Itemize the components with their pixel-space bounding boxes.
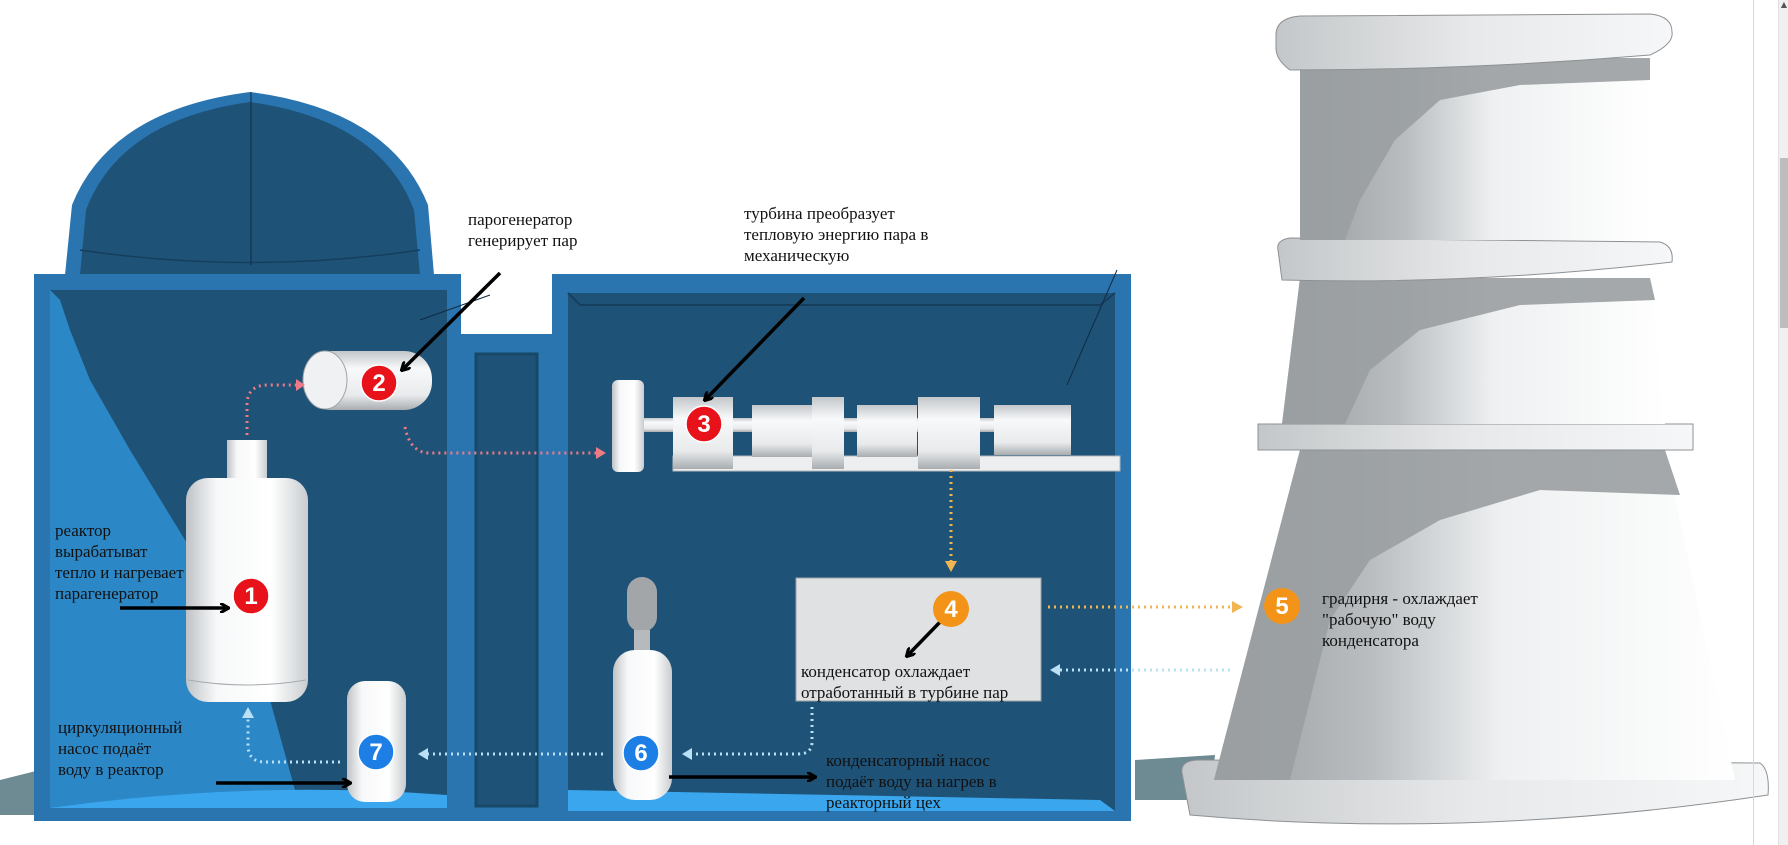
tower-upper-shadow bbox=[1300, 58, 1650, 240]
callout-arrow-4 bbox=[907, 619, 943, 656]
dome-rim bbox=[79, 249, 421, 264]
condenser[interactable] bbox=[795, 577, 1042, 702]
flow-steam-1-2-head bbox=[296, 379, 305, 391]
steam-generator-cap bbox=[302, 350, 348, 410]
corridor-inner bbox=[474, 352, 539, 808]
badge-1-number: 1 bbox=[244, 583, 257, 610]
badge-6-number: 6 bbox=[634, 740, 647, 767]
flow-cool-7-1 bbox=[246, 718, 340, 764]
badge-5-circle bbox=[1264, 588, 1300, 624]
label-circulation-pump: циркуляционный насос подаёт воду в реакт… bbox=[58, 718, 183, 779]
badge-7-number: 7 bbox=[369, 739, 382, 766]
turbine-hall-floor bbox=[568, 790, 1115, 811]
flow-cool-4-6-head bbox=[682, 748, 692, 760]
tower-top-ring bbox=[1275, 13, 1673, 71]
flow-hot-4-5-head bbox=[1232, 601, 1243, 613]
scroll-up-arrow-icon[interactable]: ▲ bbox=[1780, 0, 1788, 9]
label-reactor: реактор вырабатыват тепло и нагревает па… bbox=[55, 521, 184, 603]
pump6-motor bbox=[627, 577, 657, 632]
flow-cool-4-6 bbox=[692, 707, 814, 756]
badge-1-circle bbox=[232, 577, 270, 615]
reactor[interactable] bbox=[186, 440, 308, 702]
callout-arrows bbox=[120, 271, 943, 783]
turbine-stage-2 bbox=[752, 405, 812, 457]
tower-lower-shadow bbox=[1214, 450, 1680, 780]
tower-mid-shadow bbox=[1282, 278, 1655, 424]
label-condensate-pump: конденсаторный насос подаёт воду на нагр… bbox=[826, 751, 997, 812]
badge-3-circle bbox=[685, 405, 723, 443]
badge-6-circle bbox=[622, 734, 660, 772]
cooling-tower[interactable] bbox=[1181, 13, 1769, 825]
badge-4-number: 4 bbox=[944, 596, 958, 623]
flow-steam-1-2 bbox=[245, 383, 296, 435]
turbine-hall-bevel bbox=[567, 292, 1116, 306]
reactor-neck bbox=[227, 440, 267, 480]
callout-arrow-3 bbox=[705, 296, 806, 400]
pump6-neck bbox=[634, 630, 650, 652]
tower-ring-mid bbox=[1277, 237, 1673, 282]
badge-2-circle bbox=[360, 364, 398, 402]
turbine[interactable] bbox=[612, 380, 1121, 472]
badge-7[interactable]: 7 bbox=[357, 733, 395, 771]
turbine-stage-4 bbox=[857, 405, 917, 457]
badge-2-number: 2 bbox=[372, 370, 385, 397]
flow-hot-3-4-head bbox=[945, 561, 957, 572]
pump6-body bbox=[613, 650, 672, 800]
badge-3-number: 3 bbox=[697, 411, 710, 438]
scrollbar-thumb[interactable] bbox=[1780, 158, 1788, 328]
badge-1[interactable]: 1 bbox=[232, 577, 270, 615]
label-steam-generator: парогенератор генерирует пар bbox=[468, 210, 578, 250]
badge-7-circle bbox=[357, 733, 395, 771]
flow-lines bbox=[242, 379, 1243, 764]
flow-cool-7-1-head bbox=[242, 707, 254, 718]
turbine-stage-6 bbox=[994, 405, 1071, 455]
flow-cool-6-7-head bbox=[418, 748, 428, 760]
dome-line-diag bbox=[419, 294, 491, 321]
badge-6[interactable]: 6 bbox=[622, 734, 660, 772]
badge-4-circle bbox=[933, 591, 969, 627]
tower-ring-lower bbox=[1257, 423, 1694, 451]
reactor-seam bbox=[187, 679, 307, 686]
turbine-stage-5 bbox=[918, 397, 980, 469]
badge-5[interactable]: 5 bbox=[1264, 588, 1300, 624]
vertical-scrollbar[interactable]: ▲ bbox=[1778, 0, 1788, 845]
label-cooling-tower: градирня - охлаждает "рабочую" воду конд… bbox=[1322, 589, 1478, 650]
flow-cool-5-4-head bbox=[1050, 664, 1060, 676]
flow-steam-2-3-head bbox=[596, 447, 606, 459]
condenser-body bbox=[795, 577, 1042, 702]
dome-inner bbox=[80, 102, 420, 275]
badge-3[interactable]: 3 bbox=[685, 405, 723, 443]
badge-4[interactable]: 4 bbox=[933, 591, 969, 627]
turbine-flywheel bbox=[612, 380, 644, 472]
turbine-building bbox=[552, 269, 1131, 821]
turbine-base bbox=[672, 455, 1121, 472]
connector-corridor bbox=[461, 334, 552, 821]
badge-5-number: 5 bbox=[1275, 593, 1288, 620]
callout-arrow-2 bbox=[402, 271, 502, 370]
label-turbine: турбина преобразует тепловую энергию пар… bbox=[744, 204, 929, 265]
label-condenser: конденсатор охлаждает отработанный в тур… bbox=[801, 662, 1009, 702]
turbine-stage-3 bbox=[812, 397, 844, 469]
ground-shadow-left bbox=[0, 770, 40, 815]
reactor-hall-floor bbox=[50, 789, 447, 808]
viewer-edge-line bbox=[1753, 0, 1754, 845]
badge-2[interactable]: 2 bbox=[360, 364, 398, 402]
diag-line bbox=[1066, 269, 1118, 386]
